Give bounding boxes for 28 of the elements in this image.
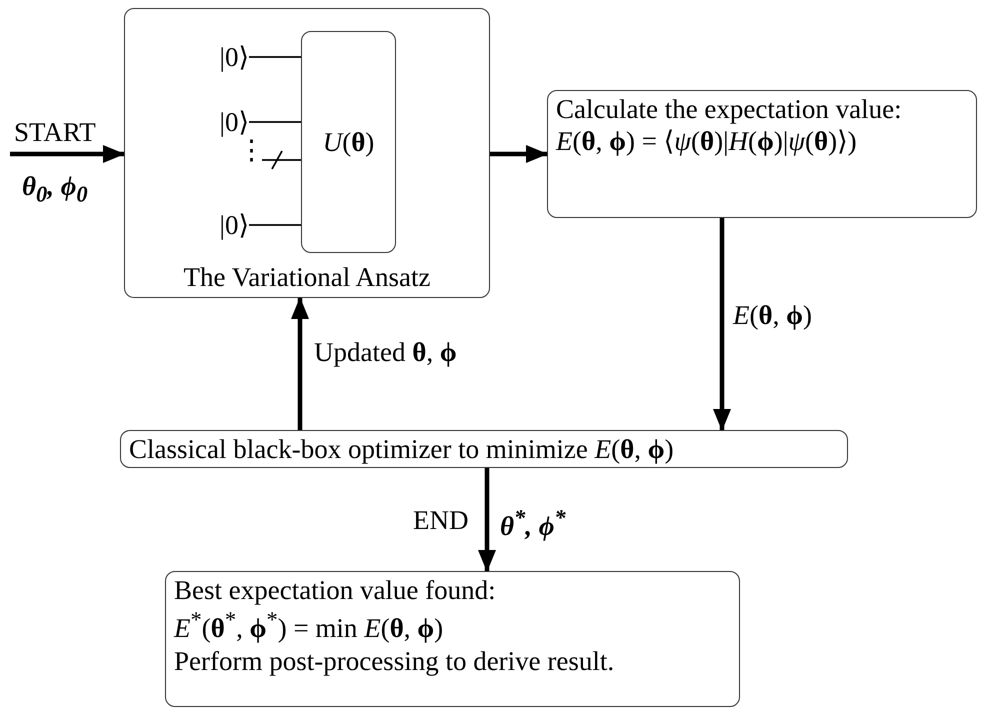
qubit-label: |0⟩ xyxy=(220,106,249,138)
wire-line xyxy=(249,121,301,123)
parameter-label: θ$^{*}$, ϕ$^{*}$ xyxy=(500,506,566,542)
arrow xyxy=(291,297,309,430)
wire-line xyxy=(249,224,301,226)
process-box xyxy=(547,90,977,218)
arrow xyxy=(10,145,125,163)
ellipsis: ⋮ xyxy=(238,136,265,166)
box-text: Best expectation value found: xyxy=(174,574,497,606)
qubit-label: |0⟩ xyxy=(220,40,249,74)
box-text: Calculate the expectation value: xyxy=(556,93,903,126)
box-text: E(θ, ϕ) = ⟨ψ(θ)|H(ϕ)|ψ(θ)⟩) xyxy=(556,125,858,158)
box-text: E$^{*}$(θ$^{*}$, ϕ$^{*}$) = min E(θ, ϕ) xyxy=(174,606,444,645)
arrow xyxy=(478,468,496,572)
box-text: The Variational Ansatz xyxy=(182,260,432,293)
wire-line xyxy=(262,159,301,161)
box-text: Classical black-box optimizer to minimize E(θ, ϕ) xyxy=(129,433,675,466)
gate-label: U(θ) xyxy=(322,126,374,158)
arrow xyxy=(490,145,548,163)
qubit-label: |0⟩ xyxy=(220,208,249,242)
wire-line xyxy=(249,56,301,58)
parameter-label: θ$_{0}$, ϕ$_{0}$ xyxy=(22,172,88,208)
box-text: Perform post-processing to derive result. xyxy=(174,644,616,678)
process-box xyxy=(124,8,490,298)
arrow xyxy=(713,218,731,431)
process-box xyxy=(120,430,848,468)
gate-box xyxy=(301,31,396,253)
process-box xyxy=(165,571,740,707)
